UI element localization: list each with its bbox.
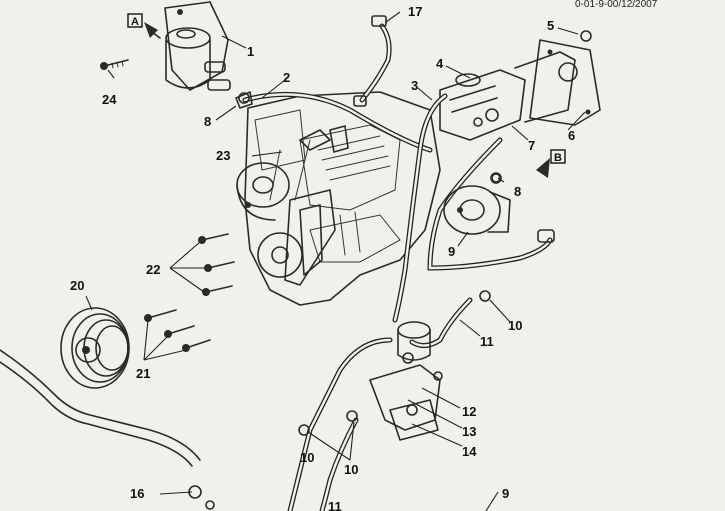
callouts: 1 2 3 4 5 6 7 8 8 9 9 10 10 10 11 11 12 …: [70, 4, 575, 511]
hose-11-lower: [287, 337, 393, 511]
nut-5: [580, 30, 592, 42]
callout-24: 24: [102, 92, 117, 107]
callout-10a: 10: [508, 318, 522, 333]
callout-8b: 8: [514, 184, 521, 199]
mounting-rod: [0, 349, 215, 510]
engine-block: [244, 91, 441, 306]
callout-12: 12: [462, 404, 476, 419]
view-marker-b: B: [536, 149, 566, 178]
callout-6: 6: [568, 128, 575, 143]
accumulator-assembly: [369, 321, 443, 441]
callout-8a: 8: [204, 114, 211, 129]
callout-2: 2: [283, 70, 290, 85]
clamp-10-c: [298, 424, 310, 436]
callout-10c: 10: [344, 462, 358, 477]
callout-22: 22: [146, 262, 160, 277]
callout-16: 16: [130, 486, 144, 501]
hose-17: [353, 15, 392, 107]
brake-line-2: [235, 91, 433, 153]
callout-5: 5: [547, 18, 554, 33]
bolts-22: [198, 233, 235, 296]
clamp-8-a: [238, 92, 250, 104]
clamp-8-b: [491, 173, 501, 183]
callout-13: 13: [462, 424, 476, 439]
callout-9b: 9: [502, 486, 509, 501]
clamp-10-b: [346, 410, 358, 422]
brake-line-3: [392, 93, 448, 323]
svg-text:B: B: [554, 152, 562, 164]
firewall-bracket-6: [529, 39, 601, 126]
callout-21: 21: [136, 366, 150, 381]
hose-11-upper: [409, 297, 473, 348]
callout-4: 4: [436, 56, 444, 71]
reservoir: [164, 1, 231, 91]
callout-23: 23: [216, 148, 230, 163]
callout-14: 14: [462, 444, 477, 459]
callout-20: 20: [70, 278, 84, 293]
callout-9a: 9: [448, 244, 455, 259]
bolts-21: [144, 309, 211, 352]
header-fragment: 0-01-9-00/12/2007: [575, 0, 658, 10]
view-marker-a: A: [127, 13, 161, 39]
bolt-24: [100, 59, 129, 70]
hydroboost-unit: [439, 51, 576, 141]
pulley-20: [60, 307, 130, 389]
callout-1: 1: [247, 44, 254, 59]
callout-17: 17: [408, 4, 422, 19]
callout-3: 3: [411, 78, 418, 93]
pump-brackets: [257, 129, 336, 286]
clamp-10-a: [479, 290, 491, 302]
brake-line-9: [427, 137, 555, 271]
callout-10b: 10: [300, 450, 314, 465]
steering-pump: [443, 172, 511, 235]
svg-text:A: A: [131, 16, 139, 28]
callout-11a: 11: [480, 334, 494, 349]
leader-lines: [85, 11, 586, 511]
callout-7: 7: [528, 138, 535, 153]
callout-11b: 11: [328, 499, 342, 511]
